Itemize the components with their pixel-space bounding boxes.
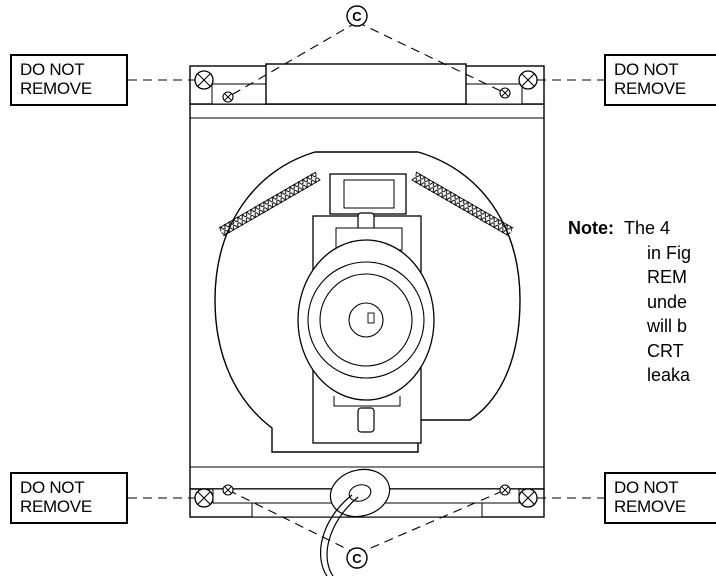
callout-c-top: C — [346, 5, 368, 27]
label-line2: REMOVE — [20, 79, 92, 98]
yoke-assembly — [297, 212, 435, 433]
callout-leader-lines — [227, 21, 506, 555]
screw-c-bottom-right — [499, 484, 511, 496]
label-line1: DO NOT — [20, 60, 85, 79]
do-not-remove-label-top-left: DO NOT REMOVE — [10, 54, 128, 106]
do-not-remove-label-top-right: DO NOT REMOVE — [604, 54, 716, 106]
label-line2: REMOVE — [614, 79, 686, 98]
label-line2: REMOVE — [20, 497, 92, 516]
note-line-7: leaka — [647, 365, 691, 385]
note-line-1: The 4 — [624, 218, 671, 238]
callout-c-bottom: C — [346, 547, 368, 569]
label-line1: DO NOT — [20, 478, 85, 497]
note-line-6: CRT — [647, 340, 684, 361]
top-mounting-bracket — [189, 63, 545, 119]
screw-bottom-right — [518, 488, 538, 508]
screw-bottom-left — [194, 488, 214, 508]
callout-c-bottom-text: C — [352, 551, 362, 566]
note-line-2: in Fig — [647, 242, 692, 263]
label-line1: DO NOT — [614, 478, 679, 497]
label-leader-lines — [128, 79, 604, 499]
do-not-remove-label-bottom-left: DO NOT REMOVE — [10, 472, 128, 524]
note-text-block: Note: The 4 in Fig REM unde will b CRT le… — [568, 216, 691, 388]
tension-springs — [218, 171, 514, 237]
note-line-4: unde — [647, 291, 688, 312]
screw-c-top-left — [222, 91, 234, 103]
callout-c-top-text: C — [352, 9, 362, 24]
note-line-3: REM — [647, 267, 687, 287]
screw-top-right — [518, 70, 538, 90]
screw-c-top-right — [499, 87, 511, 99]
label-line1: DO NOT — [614, 60, 679, 79]
do-not-remove-label-bottom-right: DO NOT REMOVE — [604, 472, 716, 524]
screw-c-bottom-left — [222, 484, 234, 496]
note-line-5: will b — [647, 316, 688, 336]
note-heading: Note: — [568, 218, 614, 238]
anode-cap-and-wire — [319, 468, 391, 576]
screw-top-left — [194, 70, 214, 90]
label-line2: REMOVE — [614, 497, 686, 516]
